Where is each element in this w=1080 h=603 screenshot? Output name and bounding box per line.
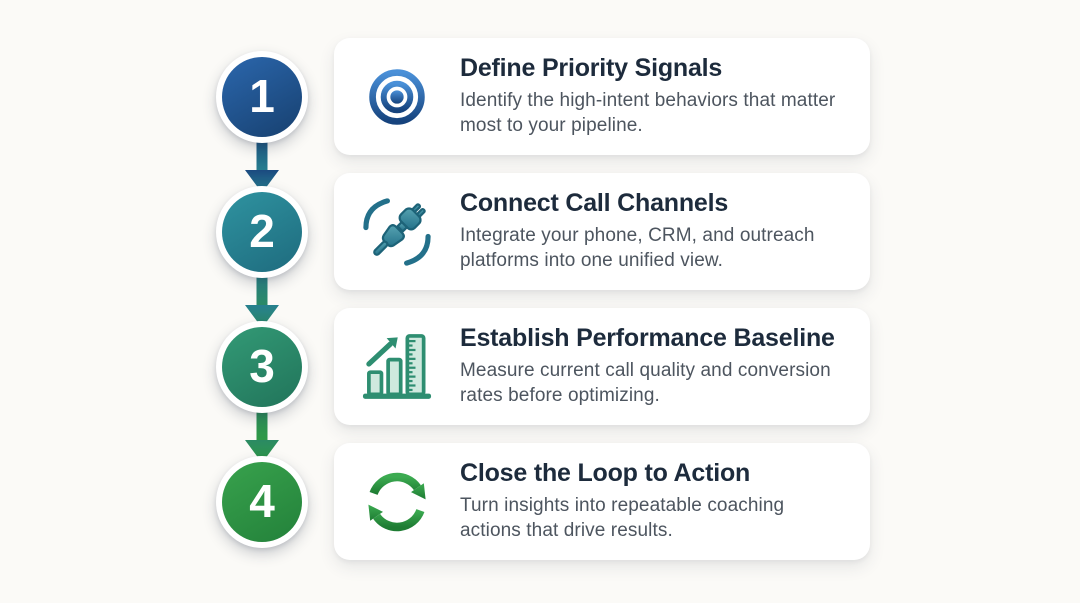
plug-connection-icon <box>360 195 434 269</box>
flow-arrow-1-to-2 <box>245 132 279 193</box>
step-title: Close the Loop to Action <box>460 459 751 488</box>
step-1-card: Define Priority Signals Identify the hig… <box>334 38 870 155</box>
step-title: Define Priority Signals <box>460 54 723 83</box>
flow-arrow-2-to-3 <box>245 267 279 328</box>
bar-chart-ruler-icon <box>360 330 434 404</box>
step-number: 1 <box>249 70 275 122</box>
step-description: Identify the high-intent behaviors that … <box>460 89 836 136</box>
step-description: Turn insights into repeatable coaching a… <box>460 494 785 541</box>
step-number: 4 <box>249 475 275 527</box>
step-title: Connect Call Channels <box>460 189 729 218</box>
step-number: 3 <box>249 340 275 392</box>
flow-arrow-3-to-4 <box>245 402 279 463</box>
step-2-badge: 2 <box>216 186 308 278</box>
step-1-badge: 1 <box>216 51 308 143</box>
step-2-card: Connect Call Channels Integrate your pho… <box>334 173 870 290</box>
step-description: Measure current call quality and convers… <box>460 359 831 406</box>
step-number: 2 <box>249 205 275 257</box>
step-4-card: Close the Loop to Action Turn insights i… <box>334 443 870 560</box>
step-description: Integrate your phone, CRM, and outreach … <box>460 224 815 271</box>
step-3-card: Establish Performance Baseline Measure c… <box>334 308 870 425</box>
refresh-loop-icon <box>360 465 434 539</box>
step-4-badge: 4 <box>216 456 308 548</box>
step-title: Establish Performance Baseline <box>460 324 835 353</box>
target-icon <box>360 59 434 134</box>
step-3-badge: 3 <box>216 321 308 413</box>
